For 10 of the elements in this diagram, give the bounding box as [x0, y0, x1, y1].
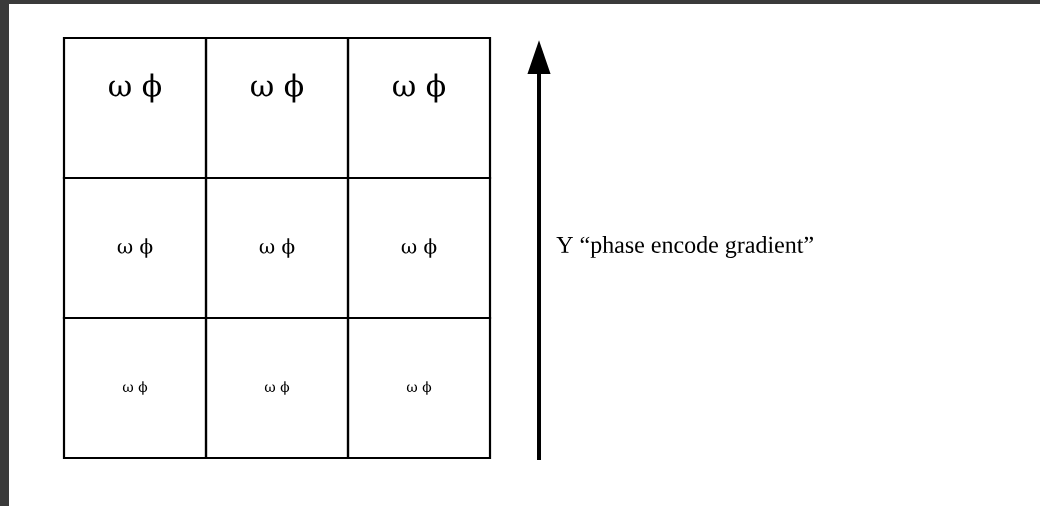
grid-cell: ω ϕ	[62, 36, 208, 180]
grid-cell: ω ϕ	[62, 316, 208, 460]
grid-cell: ω ϕ	[346, 316, 492, 460]
grid-cell: ω ϕ	[204, 176, 350, 320]
grid-cell: ω ϕ	[204, 316, 350, 460]
grid-cell: ω ϕ	[346, 36, 492, 180]
grid-cell: ω ϕ	[204, 36, 350, 180]
grid-cell: ω ϕ	[346, 176, 492, 320]
axis-label: Y “phase encode gradient”	[556, 236, 813, 258]
grid-cell: ω ϕ	[62, 176, 208, 320]
